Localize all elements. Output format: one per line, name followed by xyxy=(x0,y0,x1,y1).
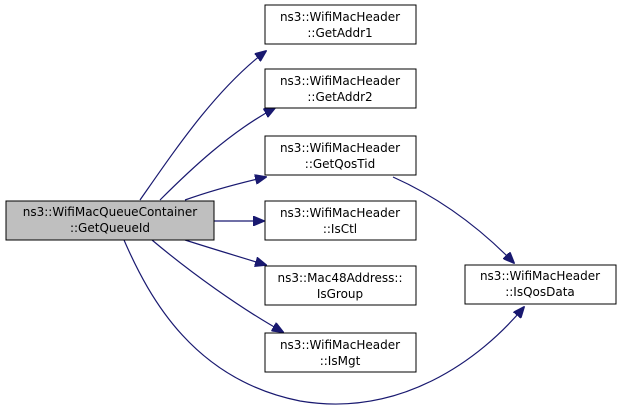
node-isqosdata-line1: ns3::WifiMacHeader xyxy=(480,269,600,283)
node-isqosdata-line2: ::IsQosData xyxy=(505,285,575,299)
node-ismgt-line1: ns3::WifiMacHeader xyxy=(280,338,400,352)
root-node[interactable]: ns3::WifiMacQueueContainer ::GetQueueId xyxy=(5,200,215,241)
edge-root-to-getaddr2 xyxy=(159,108,275,201)
node-getaddr2-line2: ::GetAddr2 xyxy=(307,90,372,104)
edge-root-to-isqosdata xyxy=(123,239,524,405)
node-isgroup[interactable]: ns3::Mac48Address:: IsGroup xyxy=(264,265,417,306)
node-getqostid[interactable]: ns3::WifiMacHeader ::GetQosTid xyxy=(264,135,417,176)
root-node-line1: ns3::WifiMacQueueContainer xyxy=(23,205,198,219)
edge-root-to-getqostid xyxy=(184,177,266,201)
node-ismgt[interactable]: ns3::WifiMacHeader ::IsMgt xyxy=(264,332,417,373)
node-getaddr2-line1: ns3::WifiMacHeader xyxy=(280,74,400,88)
node-getqostid-line1: ns3::WifiMacHeader xyxy=(280,141,400,155)
node-getqostid-line2: ::GetQosTid xyxy=(305,157,375,171)
node-isgroup-line1: ns3::Mac48Address:: xyxy=(277,271,402,285)
edge-getqostid-to-isqosdata xyxy=(392,176,514,263)
node-isctl-line1: ns3::WifiMacHeader xyxy=(280,206,400,220)
root-node-line2: ::GetQueueId xyxy=(70,221,150,235)
edge-root-to-getaddr1 xyxy=(139,51,266,201)
node-getaddr1-line2: ::GetAddr1 xyxy=(307,26,372,40)
node-getaddr2[interactable]: ns3::WifiMacHeader ::GetAddr2 xyxy=(264,68,417,109)
node-ismgt-line2: ::IsMgt xyxy=(320,354,361,368)
node-getaddr1-line1: ns3::WifiMacHeader xyxy=(280,10,400,24)
node-isctl[interactable]: ns3::WifiMacHeader ::IsCtl xyxy=(264,200,417,241)
node-isctl-line2: ::IsCtl xyxy=(323,222,357,236)
node-isgroup-line2: IsGroup xyxy=(317,287,363,301)
edge-root-to-isgroup xyxy=(184,239,266,265)
node-isqosdata[interactable]: ns3::WifiMacHeader ::IsQosData xyxy=(464,264,617,305)
edges xyxy=(123,51,524,405)
edge-root-to-ismgt xyxy=(151,239,283,332)
node-getaddr1[interactable]: ns3::WifiMacHeader ::GetAddr1 xyxy=(264,4,417,45)
